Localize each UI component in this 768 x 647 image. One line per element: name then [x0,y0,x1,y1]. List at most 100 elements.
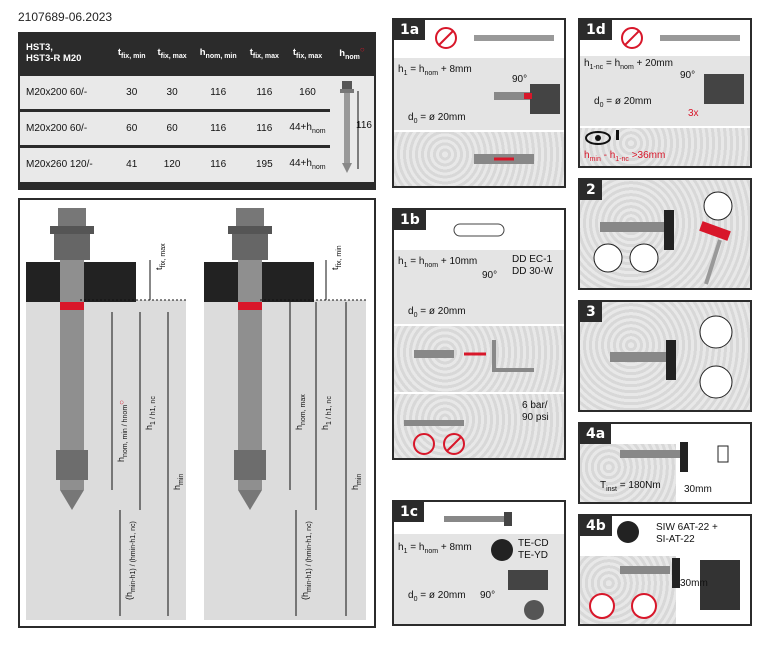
d0-formula: d0 = ø 20mm [408,306,466,319]
step-1d-panel: 1d h1-nc = hnom + 20mm 90° d0 = ø 20mm 3… [578,18,752,168]
tool-label-2: SI-AT-22 [656,534,695,545]
water-flush-icon [414,340,534,372]
installation-cross-section: tfix, max hnom, min / hnom○ h1 / h1, nc … [18,198,376,628]
pressure-label-2: 90 psi [522,412,549,423]
cell: 160 [285,72,330,110]
distance-label: 30mm [684,484,712,495]
tool-label-2: TE-YD [518,550,548,561]
col-hnom: hnom○ [339,45,365,62]
col-hnom-min: hnom, min [199,46,237,60]
h1-formula: h1 = hnom + 8mm [398,542,472,555]
step-4a-panel: 4a Tinst = 180Nm 30mm [578,422,752,504]
step-1b-panel: 1b h1 = hnom + 10mm 90° DD EC-1 DD 30-W … [392,208,566,460]
cell: 116 [192,72,244,110]
pressure-label-1: 6 bar/ [522,400,548,411]
label-bottom-left: (hmin-h1) / (hmin-h1, nc) [124,521,137,600]
manual-icon [617,521,639,543]
distance-label: 30mm [680,578,708,589]
tool-label-1: SIW 6AT-22 + [656,522,718,533]
setting-hammer-scene [593,191,733,285]
impact-wrench-icon [589,558,740,619]
hammer-drill-icon [494,84,560,114]
table-row: M20x200 60/- 30 30 116 116 160 116 [20,72,374,182]
tool-label-1: TE-CD [518,538,549,549]
step-4b-panel: 4b SIW 6AT-22 + SI-AT-22 30mm [578,514,752,626]
step-1a-panel: 1a h1 = hnom + 8mm 90° d0 = ø 20mm [392,18,566,188]
torque-wrench-scene [620,442,729,472]
diamond-drilling-scene [394,250,564,324]
document-id: 2107689-06.2023 [18,10,113,24]
cell: 44+hnom [285,108,330,146]
step-3-panel: 3 [578,300,752,412]
step-1c-panel: 1c h1 = hnom + 8mm TE-CD TE-YD d0 = ø 20… [392,500,566,626]
cell: 60 [112,108,152,146]
row-name: M20x200 60/- [20,72,112,110]
cell: 116 [243,72,285,110]
table-row: M20x260 120/- 41 120 116 195 44+hnom [20,144,374,182]
table-header-row: HST3, HST3-R M20 tfix, min tfix, max hno… [20,34,374,74]
cell: 30 [112,72,152,110]
step-label: 1b [394,210,426,230]
angle-label: 90° [480,590,496,601]
repeat-count: 3x [688,108,699,119]
row-name: M20x200 60/- [20,108,112,146]
label-hnom-right: hnom, max [294,394,307,430]
eye-icon [585,130,619,145]
col-tfix-min: tfix, min [117,46,146,60]
cell: 60 [151,108,193,146]
step-2-panel: 2 [578,178,752,290]
torque-value: Tinst = 180Nm [600,480,661,493]
blow-pump-icon [474,154,534,164]
cell: 195 [243,144,285,182]
label-hmin-right: hmin [350,473,363,490]
cell: 120 [151,144,193,182]
product-header: HST3, HST3-R M20 [20,34,112,74]
angle-label: 90° [680,70,696,81]
core-bit-icon [453,223,505,237]
drill-bit-icon [435,27,554,49]
cross-section-drawing [26,208,366,620]
label-hnom-left: hnom, min / hnom○ [116,400,129,462]
tool-label-2: DD 30-W [512,266,554,277]
tool-label-1: DD EC-1 [512,254,553,265]
product-line-2: HST3-R M20 [26,53,82,65]
hmin-condition: hmin - h1-nc >36mm [584,150,666,163]
step-label: 1c [394,502,425,522]
cell: 116 [243,108,285,146]
hollow-drill-bit-icon [444,512,512,526]
table-row: M20x200 60/- 60 60 116 116 44+hnom [20,108,374,146]
step-label: 1a [394,20,426,40]
d0-formula: d0 = ø 20mm [408,112,466,125]
label-h1-right: h1 / h1, nc [320,396,333,430]
cell: 30 [151,72,193,110]
h1-formula: h1 = hnom + 10mm [398,256,478,269]
col-tfix-max-3: tfix, max [292,46,323,60]
hammer-drill-icon [704,74,744,104]
label-tfix-min-right: tfix, min [330,245,343,270]
setting-parameters-table: HST3, HST3-R M20 tfix, min tfix, max hno… [18,32,376,190]
step-label: 1d [580,20,612,40]
concrete-right [204,300,366,620]
d0-formula: d0 = ø 20mm [408,590,466,603]
cell: 116 [192,108,244,146]
anchor-illustration-cell: 116 [330,72,374,182]
label-tfix-max-left: tfix, max [154,243,167,270]
col-tfix-max: tfix, max [157,46,187,60]
h1nc-formula: h1-nc = hnom + 20mm [584,58,673,71]
label-bottom-right: (hmin-h1) / (hmin-h1, nc) [300,521,313,600]
compressed-air-icon [404,420,465,455]
drill-bit-icon [621,27,740,49]
angle-label: 90° [482,270,498,281]
step-label: 4b [580,516,612,536]
product-line-1: HST3, [26,42,53,54]
h1-formula: h1 = hnom + 8mm [398,64,472,77]
hnom-value: 116 [356,119,372,131]
anchor-small-icon [340,81,359,174]
nut-install-scene [610,315,733,399]
cell: 41 [112,144,152,182]
step-label: 2 [580,180,602,200]
row-name: M20x260 120/- [20,144,112,182]
label-hmin-left: hmin [172,473,185,490]
angle-label: 90° [512,74,528,85]
manual-icon [491,539,513,561]
